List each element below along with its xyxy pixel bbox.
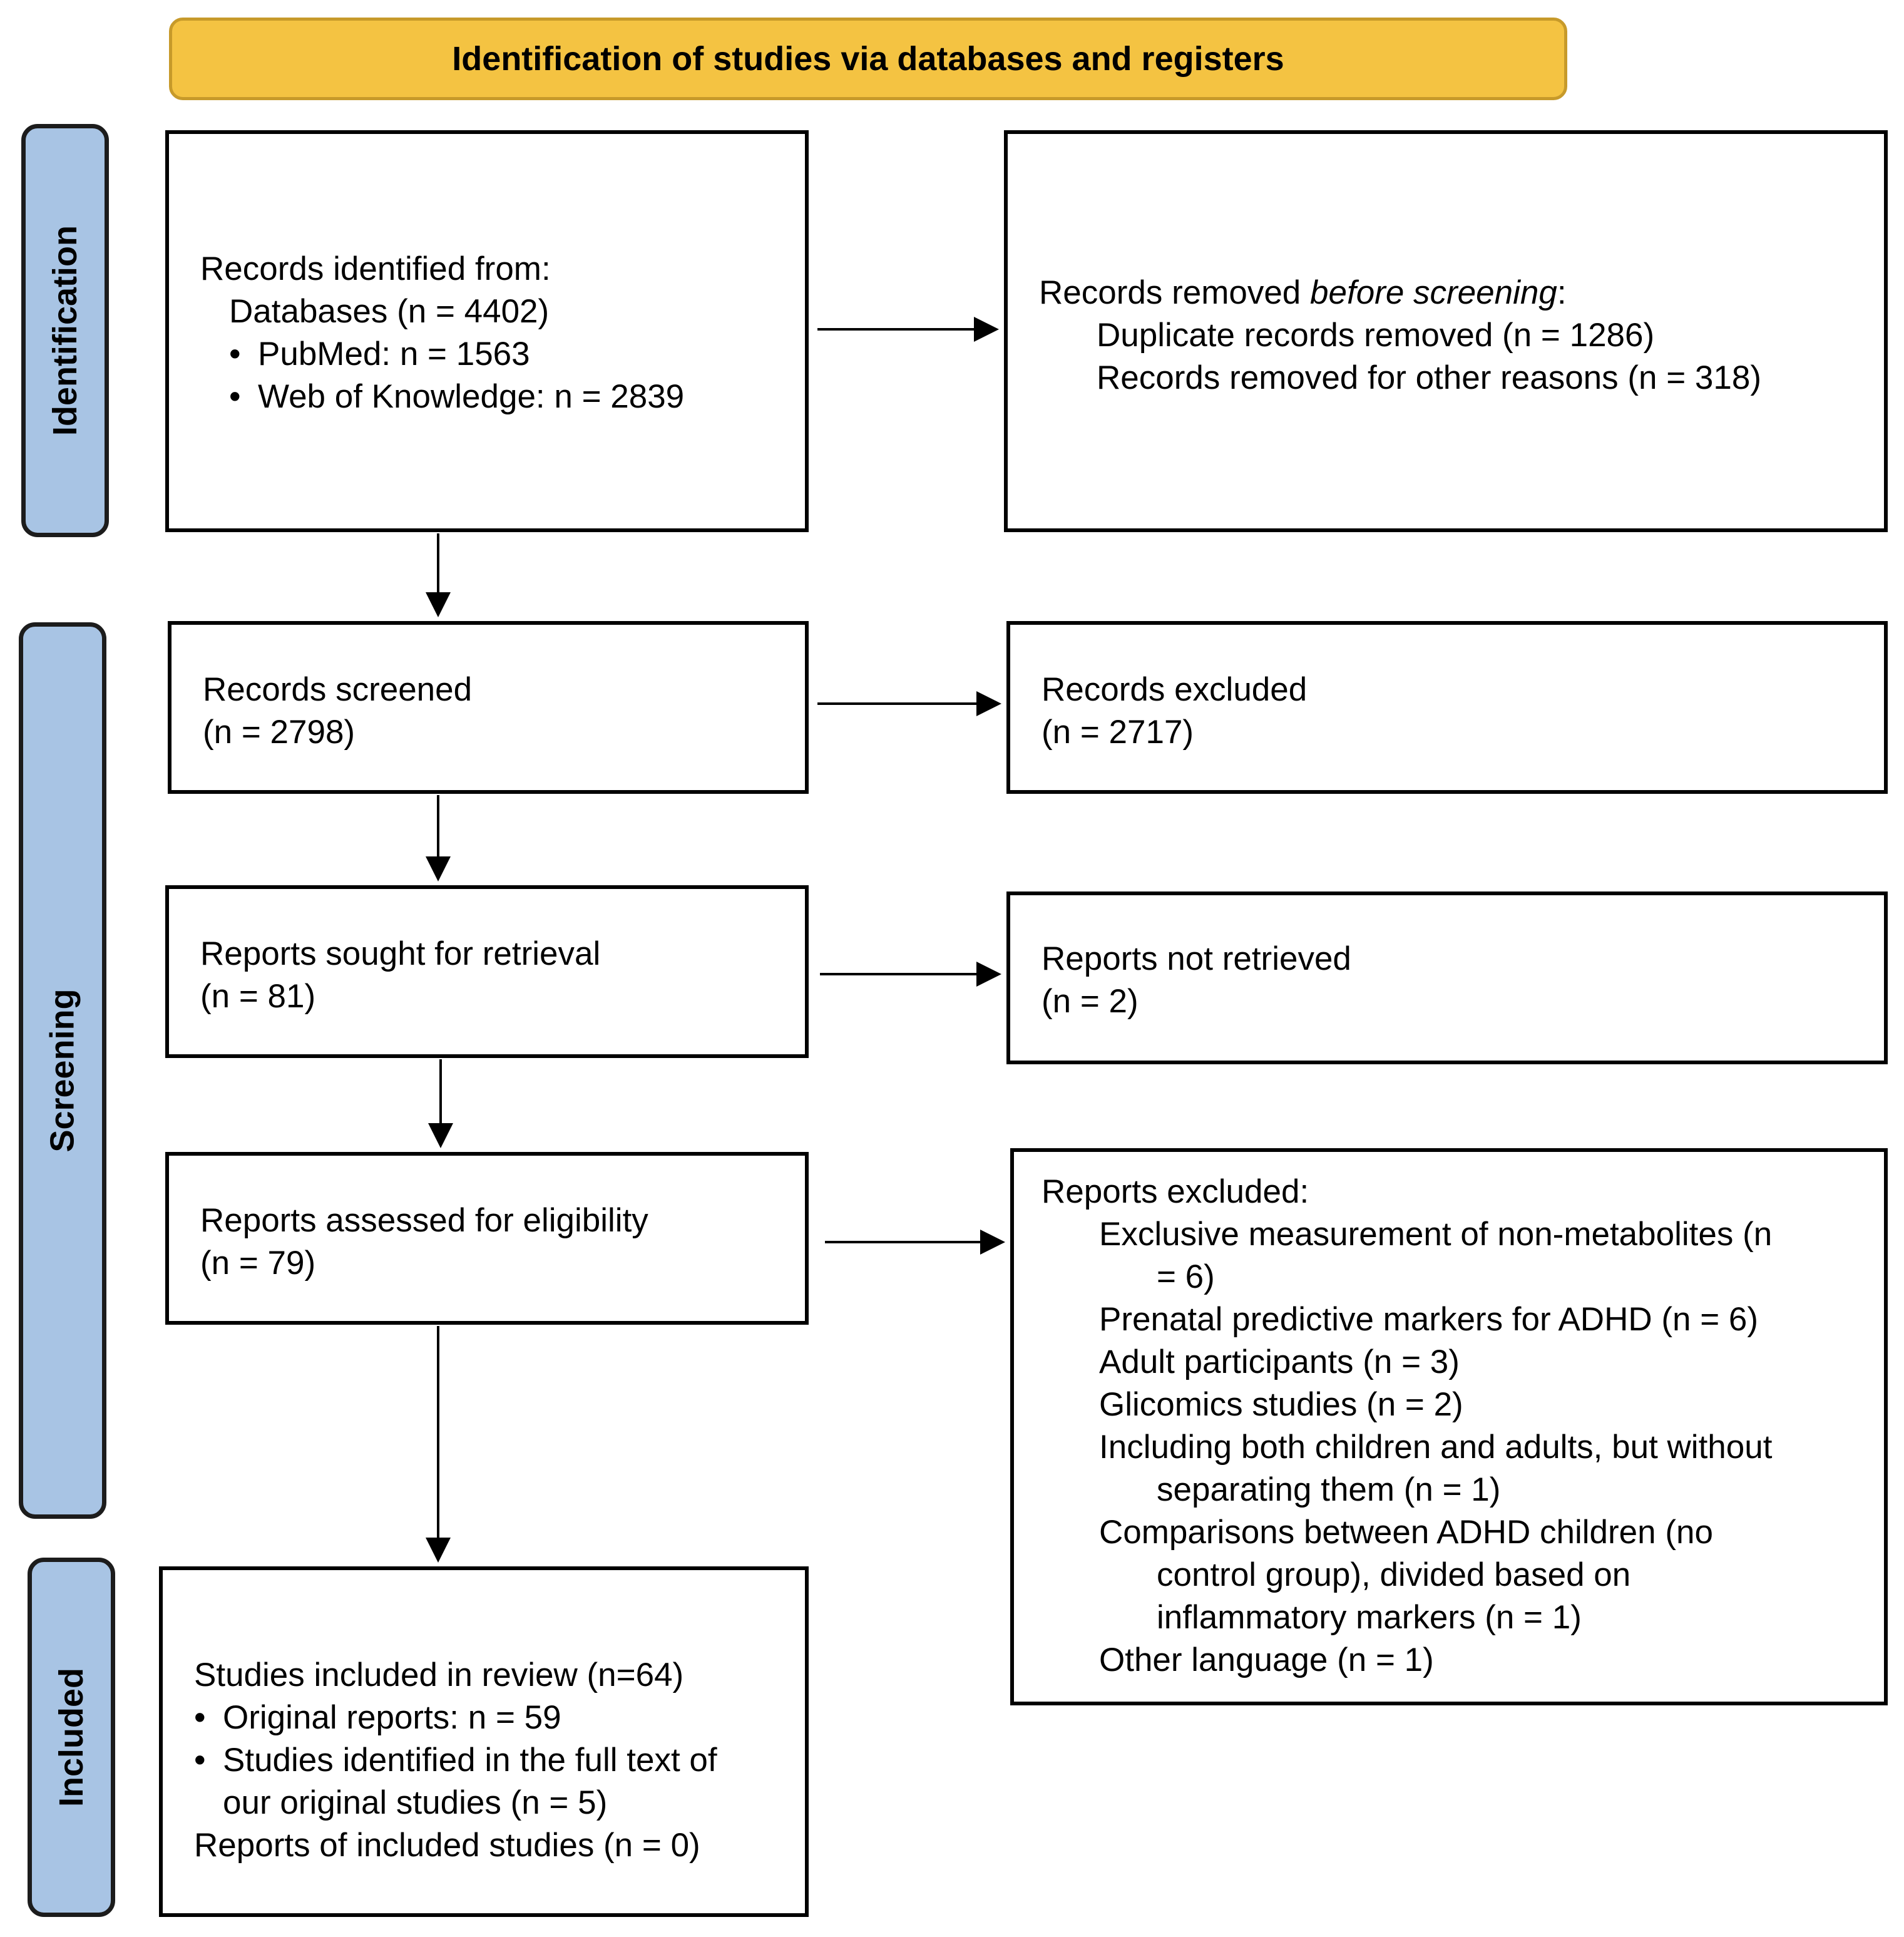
exclusion-reason: Glicomics studies (n = 2) — [1099, 1386, 1463, 1423]
included-reports: Reports of included studies (n = 0) — [194, 1827, 700, 1864]
duplicates-removed: Duplicate records removed (n = 1286) — [1097, 317, 1655, 354]
section-header-title: Identification of studies via databases … — [452, 40, 1284, 78]
phase-identification: Identification — [21, 124, 109, 537]
phase-screening: Screening — [19, 622, 106, 1519]
reports-excluded-box: Reports excluded: Exclusive measurement … — [1010, 1148, 1888, 1705]
reports-sought-label: Reports sought for retrieval — [200, 935, 601, 972]
records-excluded-label: Records excluded — [1042, 671, 1308, 708]
reports-assessed-label: Reports assessed for eligibility — [200, 1202, 648, 1239]
exclusion-reason: Comparisons between ADHD children (no — [1099, 1514, 1713, 1551]
phase-included: Included — [28, 1558, 115, 1917]
studies-included-box: Studies included in review (n=64) Origin… — [159, 1566, 809, 1917]
records-screened-count: (n = 2798) — [203, 714, 356, 751]
reports-assessed-count: (n = 79) — [200, 1245, 316, 1282]
reports-not-retrieved-box: Reports not retrieved (n = 2) — [1006, 891, 1888, 1064]
exclusion-reason-cont: control group), divided based on — [1157, 1556, 1631, 1593]
reports-excluded-heading: Reports excluded: — [1042, 1173, 1309, 1210]
records-screened-box: Records screened (n = 2798) — [168, 621, 809, 794]
records-identified-heading: Records identified from: — [200, 250, 551, 287]
pubmed-count: PubMed: n = 1563 — [200, 333, 684, 376]
reports-assessed-box: Reports assessed for eligibility (n = 79… — [165, 1152, 809, 1325]
fulltext-studies-cont: our original studies (n = 5) — [223, 1784, 608, 1821]
databases-count: Databases (n = 4402) — [229, 293, 550, 330]
records-excluded-box: Records excluded (n = 2717) — [1006, 621, 1888, 794]
exclusion-reason: Exclusive measurement of non-metabolites… — [1099, 1216, 1773, 1253]
exclusion-reason: Including both children and adults, but … — [1099, 1429, 1773, 1466]
reports-sought-count: (n = 81) — [200, 978, 316, 1015]
reports-not-retrieved-count: (n = 2) — [1042, 983, 1139, 1020]
records-identified-box: Records identified from: Databases (n = … — [165, 130, 809, 532]
exclusion-reason: Adult participants (n = 3) — [1099, 1344, 1460, 1380]
exclusion-reason-cont: inflammatory markers (n = 1) — [1157, 1599, 1582, 1636]
records-removed-heading: Records removed before screening: — [1039, 274, 1567, 311]
studies-included-heading: Studies included in review (n=64) — [194, 1657, 684, 1693]
records-excluded-count: (n = 2717) — [1042, 714, 1194, 751]
wok-count: Web of Knowledge: n = 2839 — [200, 376, 684, 418]
exclusion-reason-cont: separating them (n = 1) — [1157, 1471, 1501, 1508]
records-screened-label: Records screened — [203, 671, 473, 708]
records-removed-box: Records removed before screening: Duplic… — [1004, 130, 1888, 532]
reports-sought-box: Reports sought for retrieval (n = 81) — [165, 885, 809, 1058]
other-removed: Records removed for other reasons (n = 3… — [1097, 359, 1761, 396]
original-reports: Original reports: n = 59 — [194, 1697, 717, 1739]
exclusion-reason-cont: = 6) — [1157, 1258, 1215, 1295]
exclusion-reason: Other language (n = 1) — [1099, 1642, 1434, 1678]
exclusion-reason: Prenatal predictive markers for ADHD (n … — [1099, 1301, 1759, 1338]
reports-not-retrieved-label: Reports not retrieved — [1042, 940, 1351, 977]
section-header: Identification of studies via databases … — [169, 18, 1567, 100]
fulltext-studies: Studies identified in the full text of — [194, 1739, 717, 1782]
